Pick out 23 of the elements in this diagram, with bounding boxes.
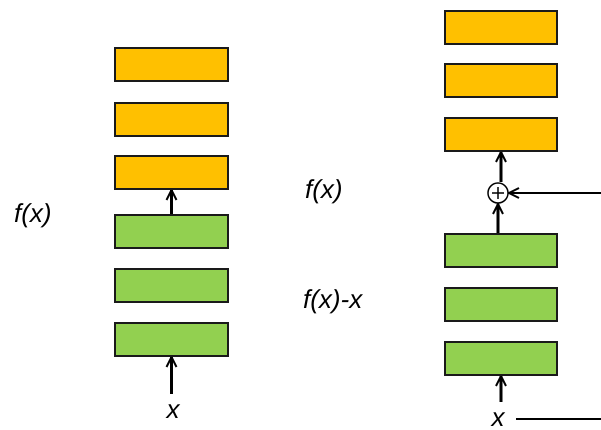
layer-block	[444, 10, 558, 45]
layer-block	[444, 287, 558, 322]
layer-block	[444, 63, 558, 98]
arrow	[495, 375, 507, 402]
arrow	[492, 203, 504, 233]
function-label: f(x)-x	[303, 284, 362, 315]
layer-block	[114, 47, 229, 82]
arrow	[495, 151, 507, 182]
layer-block	[444, 341, 558, 376]
arrow	[166, 189, 178, 214]
function-label: f(x)	[305, 174, 343, 205]
arrow	[508, 187, 601, 420]
layer-block	[444, 233, 558, 268]
input-variable: x	[166, 396, 180, 422]
arrow	[166, 356, 178, 394]
function-label: f(x)	[14, 198, 52, 229]
layer-block	[114, 102, 229, 137]
layer-block	[114, 268, 229, 303]
input-variable: x	[492, 404, 504, 430]
layer-block	[114, 214, 229, 249]
layer-block	[114, 322, 229, 357]
layer-block	[114, 155, 229, 190]
layer-block	[444, 117, 558, 152]
